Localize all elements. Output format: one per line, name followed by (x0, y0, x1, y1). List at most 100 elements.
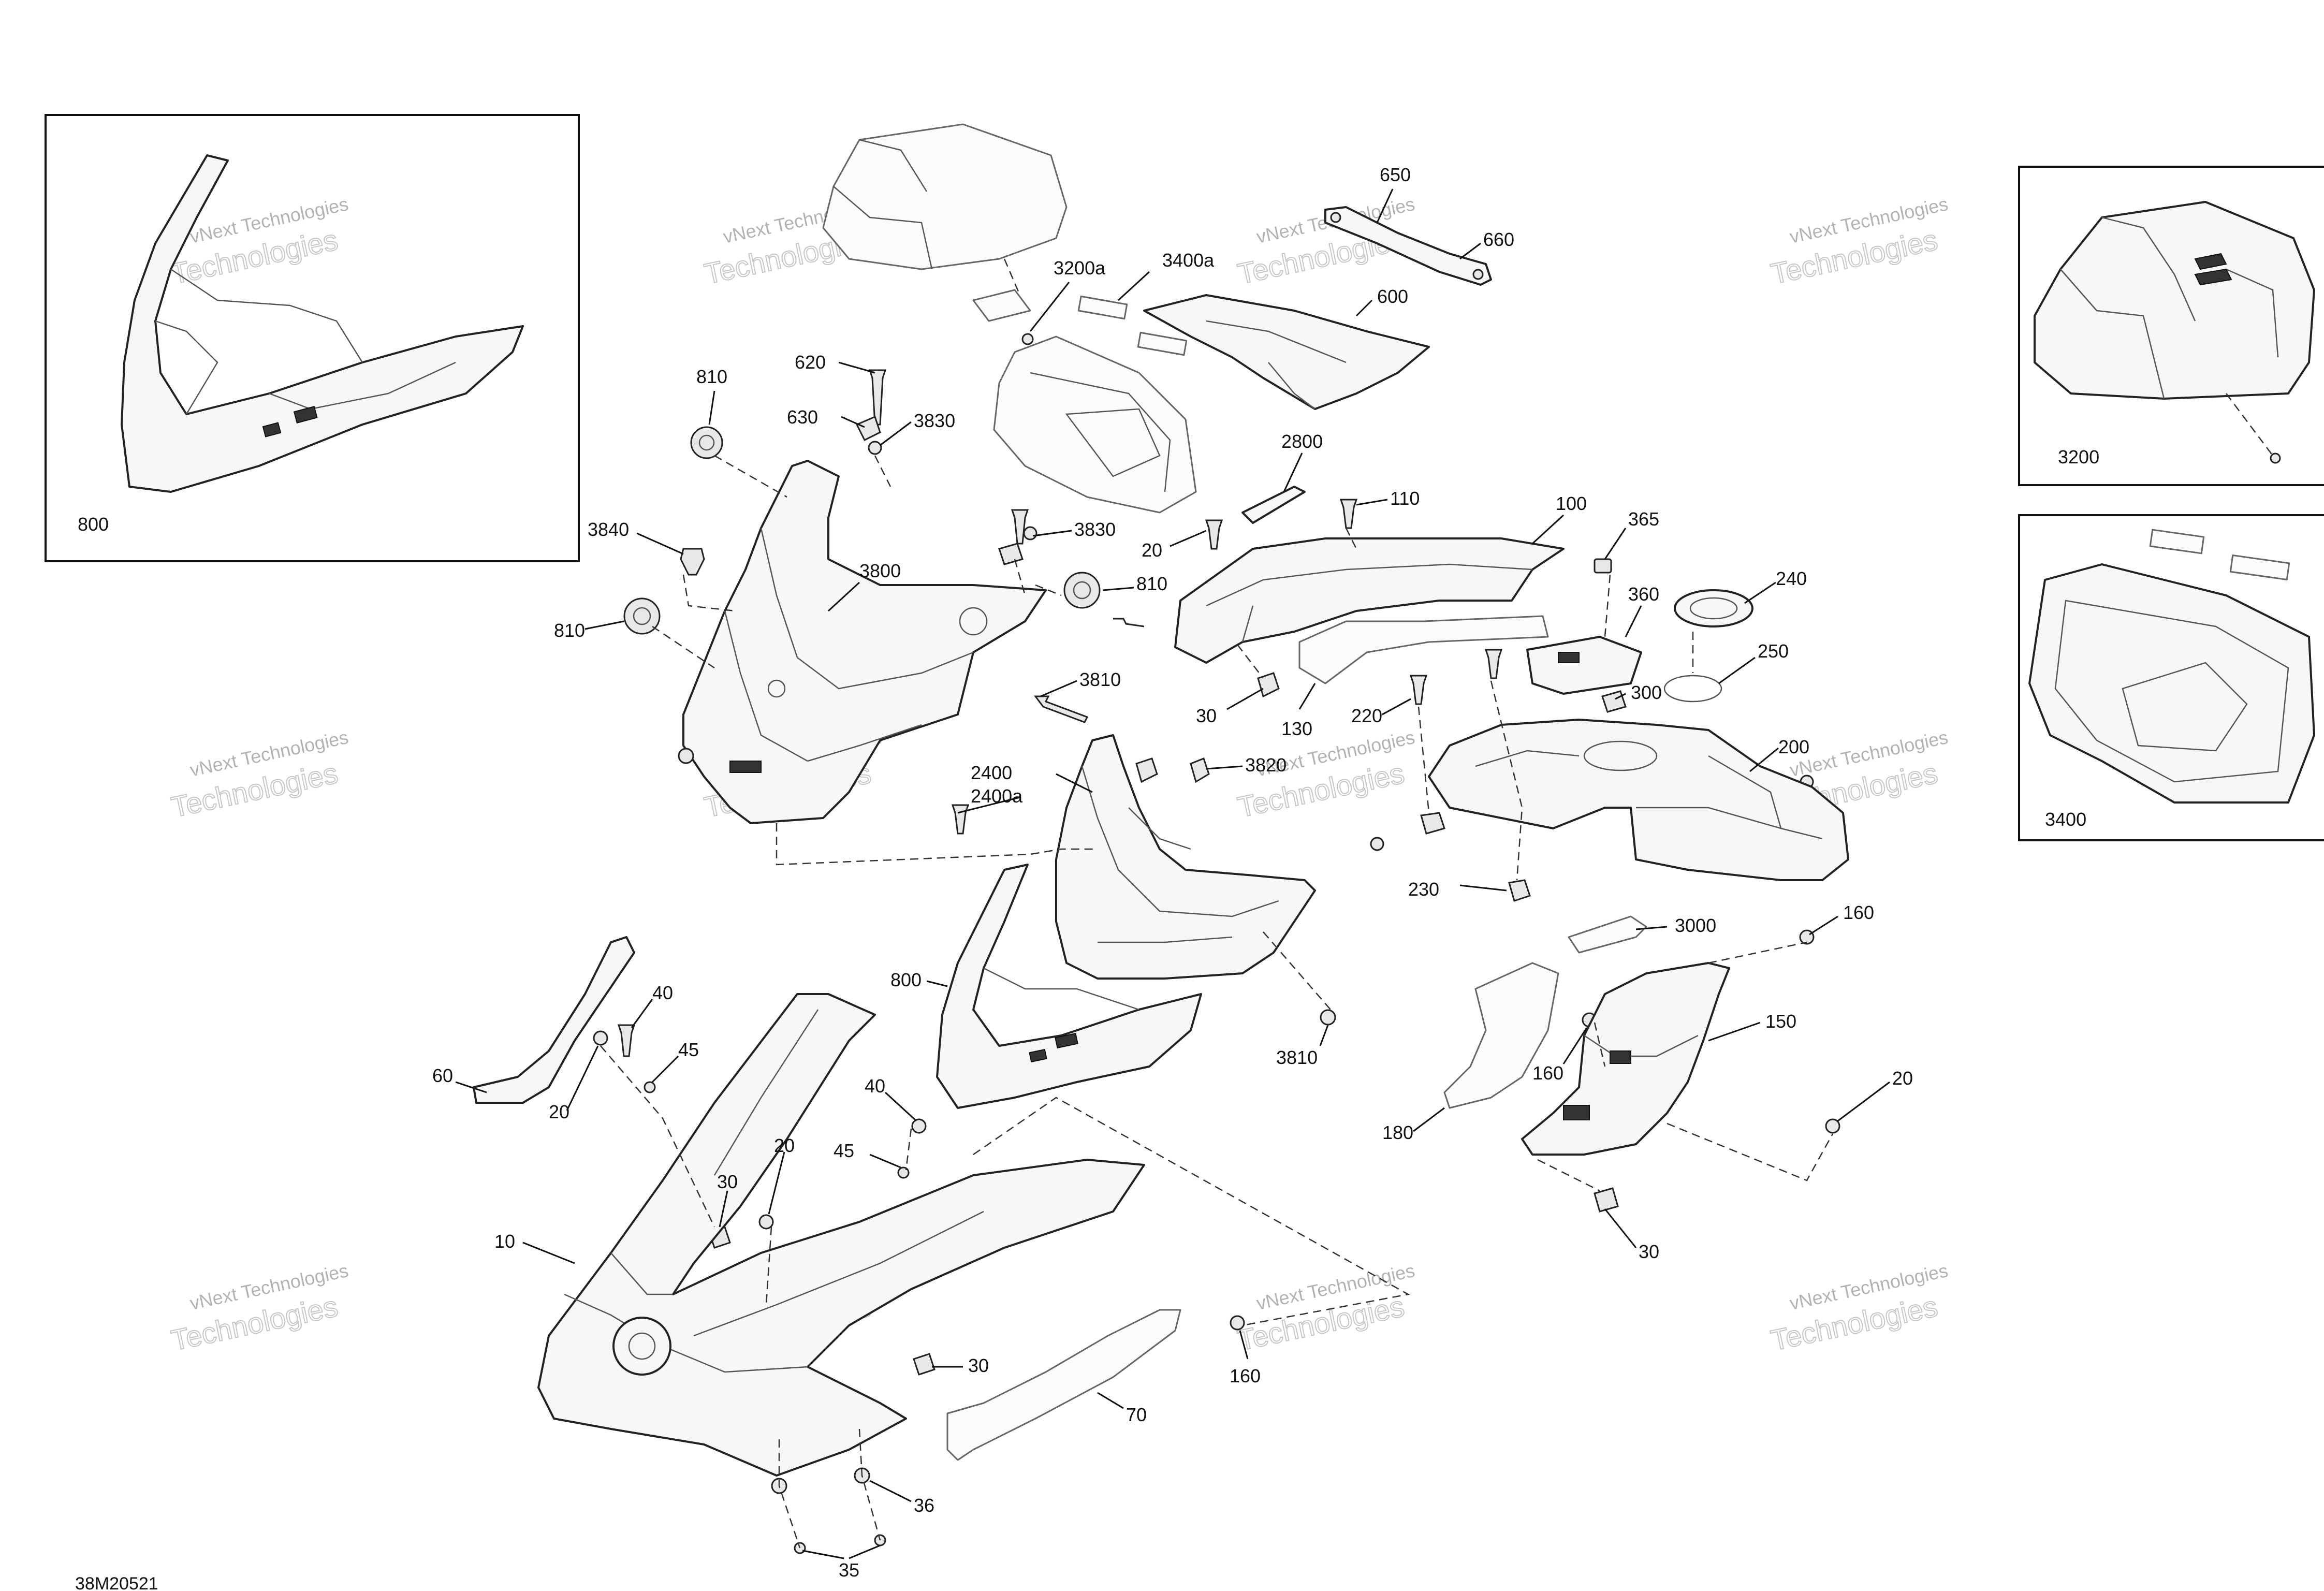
trim-650-part (1324, 206, 1492, 286)
clip-30 (1594, 1187, 1619, 1213)
nut-20 (1825, 1118, 1840, 1134)
front-fairing-3800-group (682, 460, 1047, 824)
callout-300: 300 (1631, 682, 1662, 703)
assembly-line (858, 1428, 881, 1541)
assembly-line (1667, 1122, 1834, 1181)
assembly-line (600, 1045, 715, 1228)
callout-30: 30 (1639, 1241, 1659, 1262)
callout-40: 40 (652, 982, 673, 1003)
frame-edge (1030, 372, 1171, 492)
dash-edge (1206, 320, 1347, 363)
grommet-hole (633, 607, 651, 625)
leader-line (1206, 765, 1243, 770)
nut (678, 748, 694, 764)
leader-line (651, 1055, 679, 1083)
callout-360: 360 (1628, 583, 1659, 605)
leader-line (1459, 884, 1507, 892)
callout-240: 240 (1776, 568, 1807, 589)
clip-230 (1420, 812, 1445, 835)
clip-30 (913, 1353, 936, 1376)
nut-3830 (868, 441, 882, 455)
assembly-line (1594, 1022, 1606, 1067)
callout-100: 100 (1556, 493, 1587, 514)
leader-line (719, 1190, 728, 1228)
callout-20: 20 (774, 1135, 795, 1156)
clip-630 (855, 415, 881, 442)
assembly-line (1708, 941, 1807, 964)
leader-line (1226, 688, 1264, 710)
callout-3830: 3830 (914, 410, 955, 431)
callout-30: 30 (1196, 705, 1217, 726)
callout-160: 160 (1532, 1062, 1563, 1084)
callout-2800: 2800 (1281, 431, 1323, 452)
callout-110: 110 (1390, 488, 1420, 509)
leader-line (957, 796, 1020, 814)
leader-line (455, 1081, 487, 1093)
leader-line (838, 361, 875, 374)
leader-line (1298, 683, 1316, 710)
callout-630: 630 (787, 406, 818, 428)
leader-line (1117, 271, 1150, 301)
leader-line (1604, 1208, 1637, 1248)
leader-line (566, 1045, 599, 1111)
inset-frame (45, 114, 580, 562)
clip-300 (1601, 690, 1627, 713)
assembly-line (682, 574, 736, 612)
callout-60: 60 (432, 1065, 453, 1086)
headlight-edge (1081, 766, 1279, 917)
grommet-810 (690, 426, 723, 459)
fastener (1330, 212, 1341, 223)
callout-40: 40 (865, 1075, 885, 1097)
leader-line (708, 390, 715, 425)
inset-label: 800 (78, 514, 109, 535)
leader-line (584, 620, 624, 630)
washer-45 (644, 1081, 656, 1093)
grommet-810 (623, 597, 661, 635)
leader-line (1170, 530, 1207, 547)
cover-edge (859, 139, 928, 192)
assembly-line (973, 1097, 1410, 1326)
assembly-line (905, 1128, 912, 1171)
ring-240-inner (1689, 597, 1738, 620)
leader-line (1097, 1392, 1124, 1409)
front-fairing-part (682, 460, 1047, 824)
inset-frame (2018, 166, 2324, 486)
callout-365: 365 (1628, 508, 1659, 530)
callout-35: 35 (839, 1559, 859, 1581)
leader-line (631, 999, 653, 1028)
callout-660: 660 (1483, 229, 1514, 250)
inset-3400: 3400 (2018, 514, 2324, 841)
callout-600: 600 (1377, 286, 1408, 307)
clip-30 (1257, 672, 1280, 698)
assembly-line (1263, 931, 1331, 1010)
fairing-edge (693, 1210, 984, 1337)
dash-600-part (1143, 294, 1430, 410)
pad (1077, 295, 1128, 320)
callout-220: 220 (1351, 705, 1382, 726)
frame-3400-part (2028, 563, 2315, 804)
cover-edge (833, 186, 933, 270)
leader-line (1102, 587, 1134, 591)
leader-line (1749, 747, 1779, 772)
assembly-line (1035, 584, 1062, 596)
assembly-line (778, 1439, 801, 1549)
leader-line (1531, 514, 1565, 545)
leader-line (1625, 605, 1642, 637)
fairing-cap (612, 1317, 671, 1376)
nut (1370, 837, 1384, 851)
screw-220 (1409, 675, 1428, 705)
nut-3810 (1320, 1009, 1336, 1026)
headlight-edge (1128, 807, 1191, 850)
rivet-3840 (680, 548, 705, 576)
screw-110 (1339, 499, 1358, 529)
vent-slot (262, 422, 282, 437)
nut-160 (1230, 1315, 1245, 1331)
console-edge (1636, 807, 1823, 840)
headlight-edge (1098, 936, 1233, 943)
screw-3810 (1113, 618, 1145, 627)
callout-810: 810 (1136, 573, 1167, 594)
cover-edge (2060, 269, 2165, 399)
assembly-line (1417, 706, 1430, 813)
inset-800: 800 (45, 114, 580, 562)
panel-100-group (1174, 537, 1565, 664)
